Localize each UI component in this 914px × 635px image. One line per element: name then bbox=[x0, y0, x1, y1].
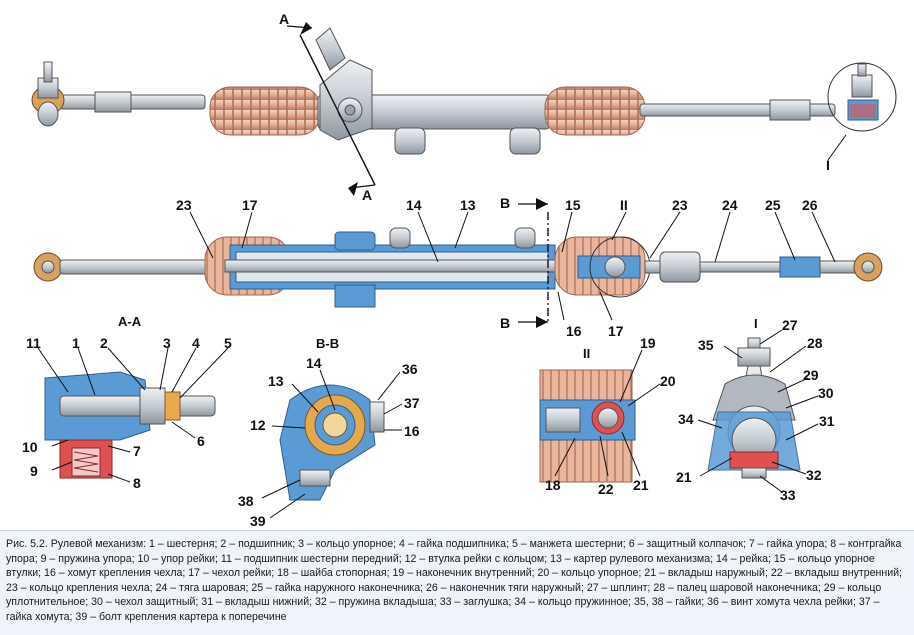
callout-16-bb: 16 bbox=[404, 423, 420, 439]
callouts-bb: 14 13 12 36 37 16 38 39 bbox=[238, 355, 420, 529]
callout-29: 29 bbox=[803, 367, 819, 383]
callout-9: 9 bbox=[30, 463, 38, 479]
callout-8: 8 bbox=[133, 475, 141, 491]
detail-i bbox=[697, 329, 819, 493]
callout-14-bb: 14 bbox=[306, 355, 322, 371]
callout-7: 7 bbox=[133, 443, 141, 459]
section-bb bbox=[261, 369, 403, 519]
callout-5: 5 bbox=[224, 335, 232, 351]
callout-20: 20 bbox=[660, 373, 676, 389]
callout-31: 31 bbox=[819, 413, 835, 429]
section-title-aa: A-A bbox=[118, 314, 142, 329]
left-tie-rod-end bbox=[31, 61, 206, 127]
right-tie-rod-end bbox=[827, 62, 897, 132]
section-mark-b-top: B bbox=[500, 195, 510, 211]
callout-28: 28 bbox=[807, 335, 823, 351]
figure-caption: Рис. 5.2. Рулевой механизм: 1 – шестерня… bbox=[6, 538, 902, 623]
callout-10: 10 bbox=[22, 439, 38, 455]
callout-6: 6 bbox=[197, 433, 205, 449]
pinion-housing bbox=[315, 27, 373, 141]
section-title-bb: B-B bbox=[316, 336, 339, 351]
callout-30: 30 bbox=[818, 385, 834, 401]
callout-37: 37 bbox=[404, 395, 420, 411]
rack-bar bbox=[224, 259, 601, 273]
detail-ii bbox=[539, 349, 661, 483]
callout-26: 26 bbox=[802, 197, 818, 213]
callout-17-left: 17 bbox=[242, 197, 258, 213]
section-title-ii: II bbox=[583, 346, 590, 361]
callout-21-i: 21 bbox=[676, 469, 692, 485]
callout-35: 35 bbox=[698, 337, 714, 353]
callout-4: 4 bbox=[192, 335, 200, 351]
callout-19: 19 bbox=[640, 335, 656, 351]
callout-3: 3 bbox=[163, 335, 171, 351]
right-boot bbox=[544, 86, 646, 136]
callout-24: 24 bbox=[722, 197, 738, 213]
callouts-i: 27 35 28 29 30 31 34 21 32 33 bbox=[676, 317, 835, 503]
callout-14: 14 bbox=[406, 197, 422, 213]
callout-15: 15 bbox=[565, 197, 581, 213]
callout-13: 13 bbox=[460, 197, 476, 213]
callout-17-main: 17 bbox=[608, 323, 624, 339]
callout-21-ii: 21 bbox=[633, 477, 649, 493]
callout-2: 2 bbox=[100, 335, 108, 351]
callout-33: 33 bbox=[780, 487, 796, 503]
callout-39: 39 bbox=[250, 513, 266, 529]
top-view bbox=[31, 22, 897, 196]
callouts-aa: 11 1 2 3 4 5 6 10 9 7 8 bbox=[22, 335, 232, 491]
callout-36: 36 bbox=[402, 361, 418, 377]
callout-18: 18 bbox=[545, 477, 561, 493]
callout-12: 12 bbox=[250, 417, 266, 433]
callout-34: 34 bbox=[678, 411, 694, 427]
callout-27: 27 bbox=[782, 317, 798, 333]
section-mark-a-bottom: A bbox=[362, 187, 372, 203]
section-mark-a-top: A bbox=[279, 11, 289, 27]
callout-16-main: 16 bbox=[566, 323, 582, 339]
callout-23-left: 23 bbox=[176, 197, 192, 213]
longitudinal-section bbox=[33, 198, 883, 328]
callout-ii-main: II bbox=[620, 197, 628, 213]
left-boot bbox=[209, 86, 321, 136]
steering-mechanism-diagram: A A I bbox=[22, 11, 897, 529]
callouts-main: 23 17 14 13 15 II 23 24 25 26 16 17 bbox=[176, 197, 818, 339]
callout-25: 25 bbox=[765, 197, 781, 213]
section-aa bbox=[37, 347, 229, 483]
section-mark-b-bottom: B bbox=[500, 315, 510, 331]
caption-box: Рис. 5.2. Рулевой механизм: 1 – шестерня… bbox=[0, 530, 914, 635]
callout-23-right: 23 bbox=[672, 197, 688, 213]
callouts-ii: 19 20 18 22 21 bbox=[545, 335, 676, 497]
callout-22: 22 bbox=[598, 481, 614, 497]
section-mark-i-top: I bbox=[826, 157, 830, 173]
section-title-i: I bbox=[754, 316, 758, 331]
callout-13-bb: 13 bbox=[268, 373, 284, 389]
callout-11: 11 bbox=[26, 335, 41, 351]
callout-32: 32 bbox=[806, 467, 822, 483]
callout-38: 38 bbox=[238, 493, 254, 509]
callout-1: 1 bbox=[72, 335, 80, 351]
